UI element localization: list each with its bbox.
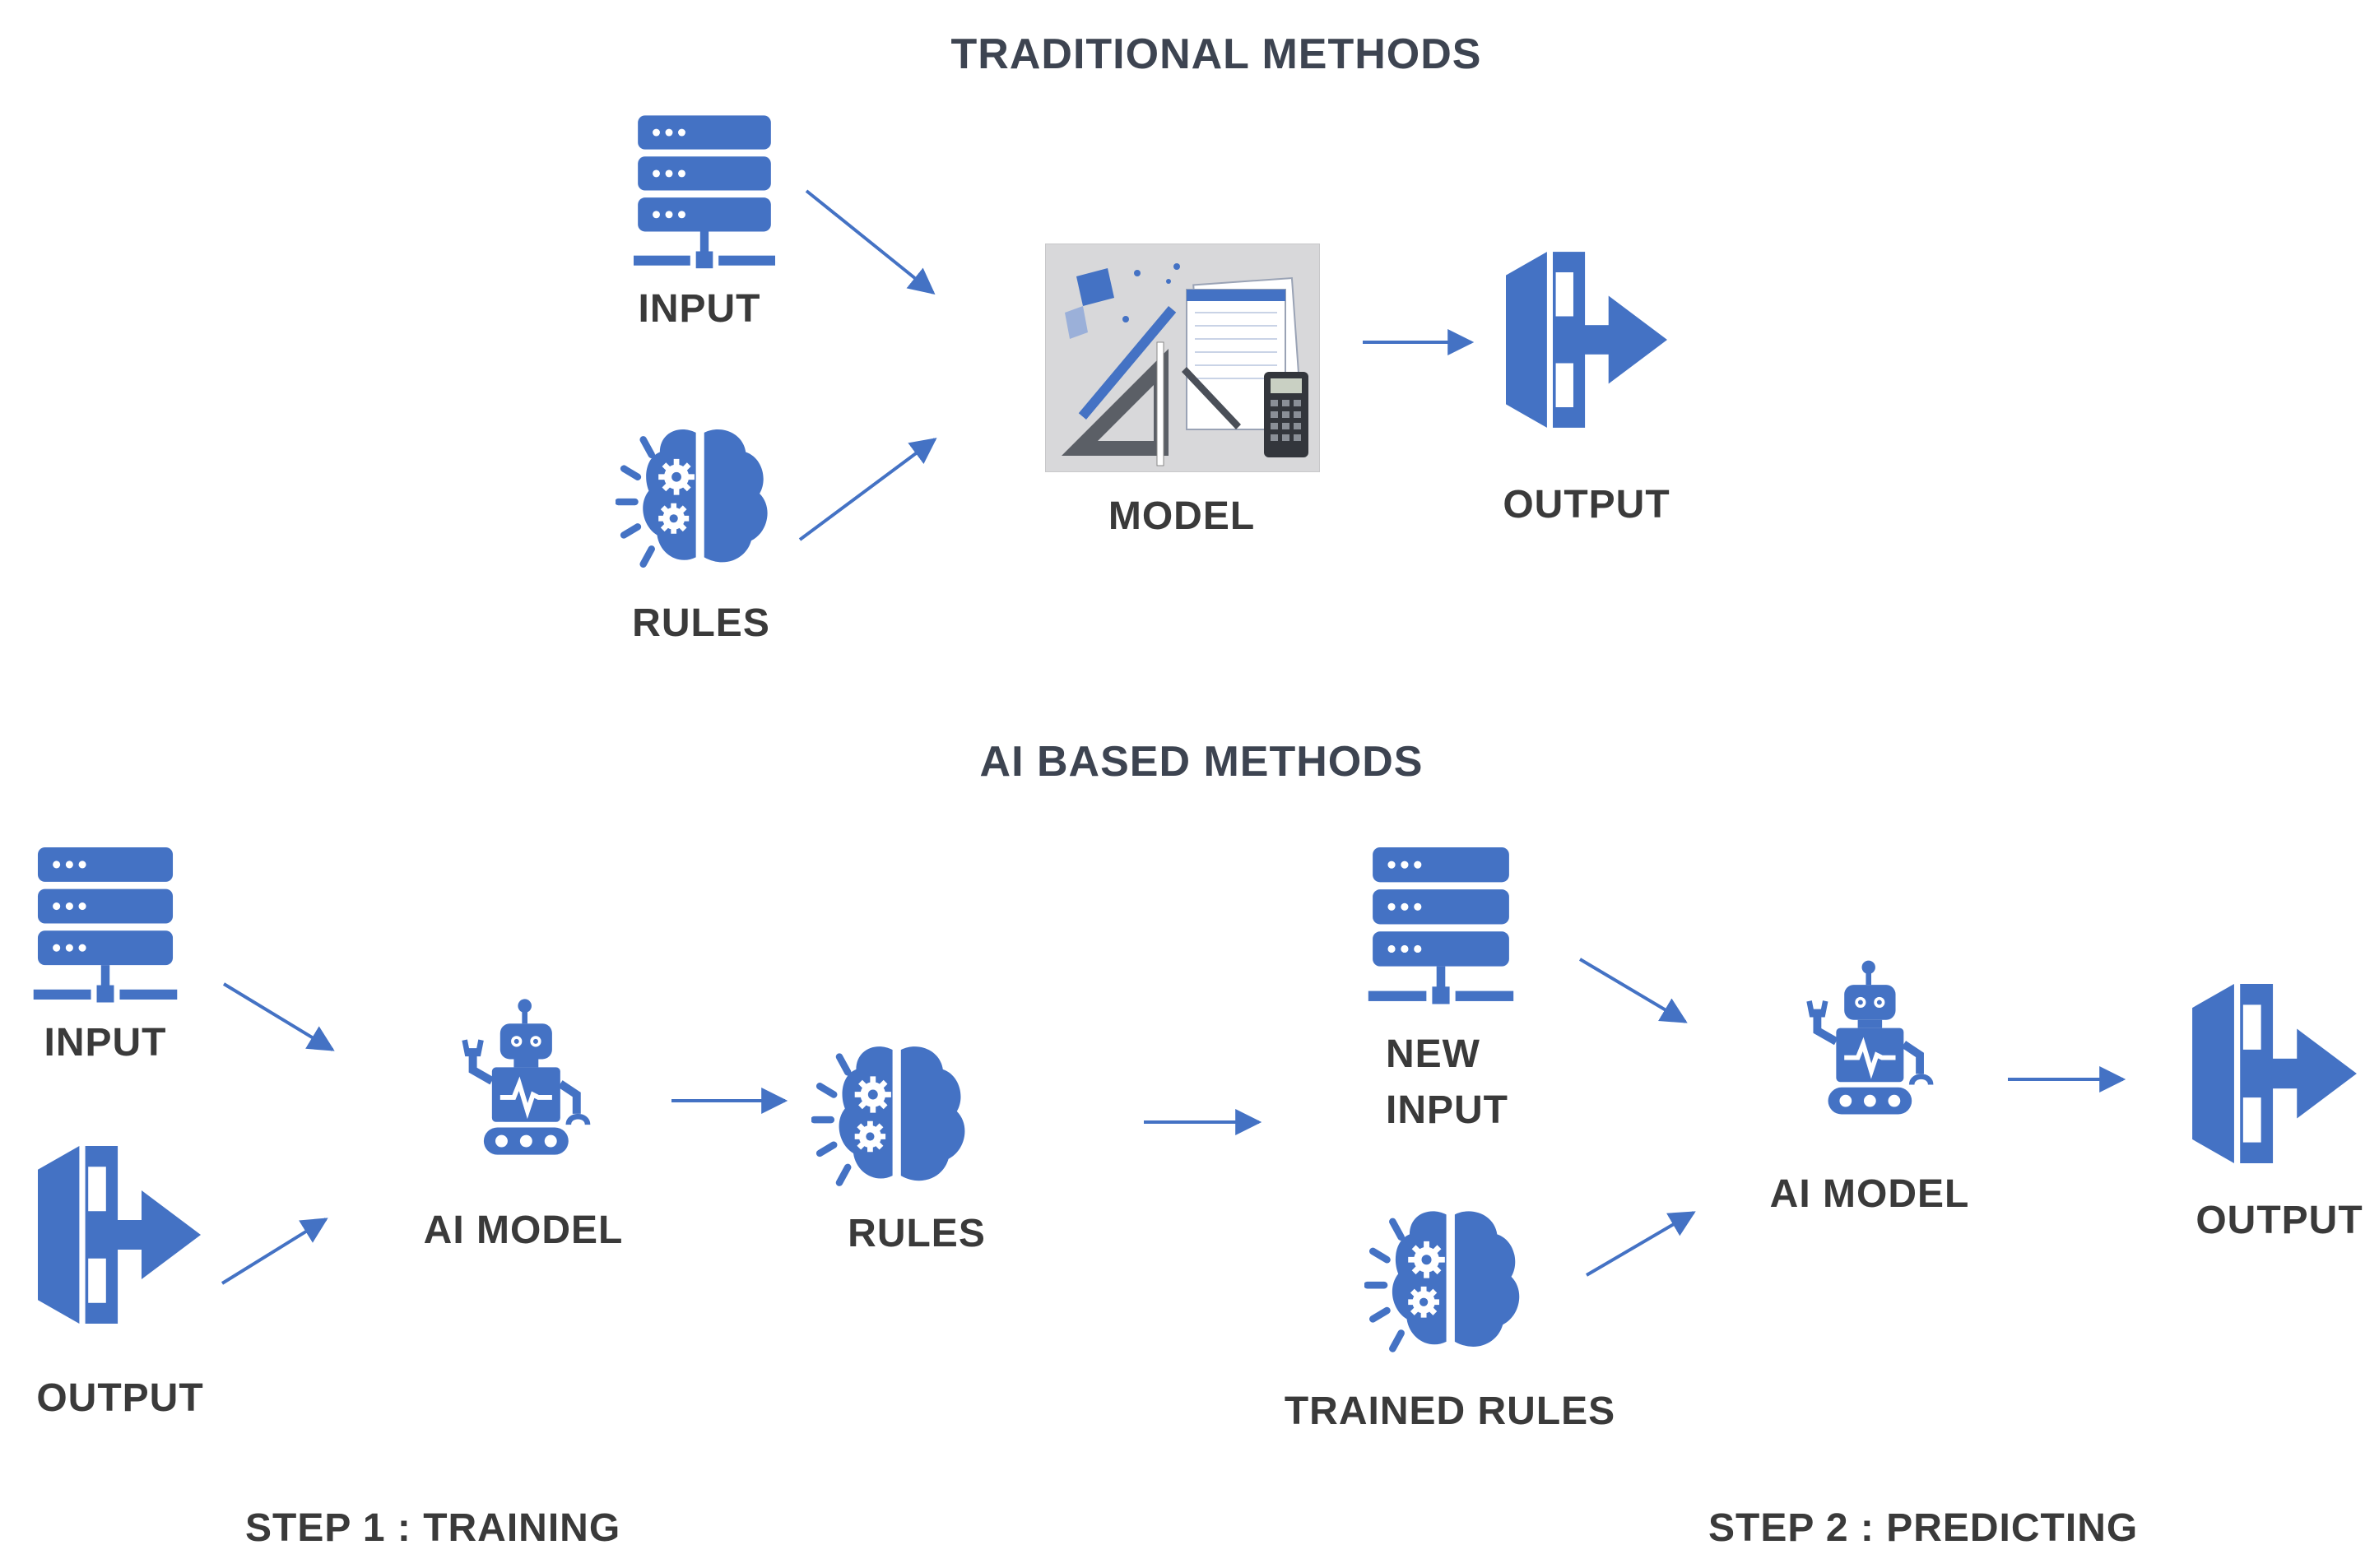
trained-rules-label: TRAINED RULES (1284, 1389, 1616, 1433)
arrow-trained-rules-to-ai-model (1585, 1211, 1696, 1277)
step-1-label: STEP 1 : TRAINING (245, 1506, 621, 1550)
arrow-new-input-to-ai-model (1578, 958, 1688, 1023)
arrow-rules-to-model (798, 438, 937, 541)
arrow-input-to-model (805, 189, 936, 295)
traditional-rules-label: RULES (632, 601, 770, 645)
training-rules-label: RULES (848, 1212, 986, 1255)
step-2-label: STEP 2 : PREDICTING (1708, 1506, 2139, 1550)
predicting-ai-model-label: AI MODEL (1769, 1172, 1970, 1216)
traditional-title: TRADITIONAL METHODS (950, 30, 1482, 78)
arrow-training-output-to-ai-model (221, 1218, 328, 1285)
predicting-output-label: OUTPUT (2195, 1199, 2363, 1242)
training-output-label: OUTPUT (36, 1376, 204, 1420)
new-input-label-line1: NEW (1386, 1032, 1480, 1076)
training-input-label: INPUT (44, 1021, 167, 1065)
ai-title: AI BASED METHODS (979, 738, 1424, 786)
traditional-input-label: INPUT (638, 287, 761, 331)
traditional-model-label: MODEL (1108, 494, 1256, 538)
traditional-output-label: OUTPUT (1503, 483, 1670, 527)
arrow-training-input-to-ai-model (222, 982, 335, 1051)
training-ai-model-label: AI MODEL (423, 1208, 624, 1252)
model-tools-image (1045, 244, 1320, 472)
new-input-label-line2: INPUT (1386, 1088, 1508, 1132)
